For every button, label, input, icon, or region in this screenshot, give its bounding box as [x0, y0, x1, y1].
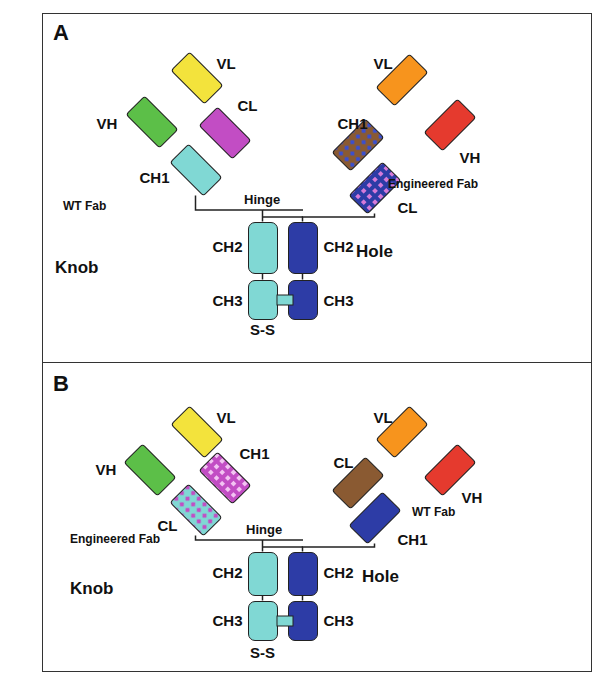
annotation-label: Hole [362, 568, 399, 585]
antibody-domain: VH [126, 96, 178, 148]
antibody-domain: CH1 [199, 452, 251, 504]
antibody-domain: VL [171, 52, 223, 104]
hinge-line [263, 539, 303, 541]
domain-outline [171, 406, 223, 458]
annotation-label: Hole [356, 243, 393, 260]
domain-label: VH [97, 116, 118, 131]
domain-label: CH1 [338, 116, 368, 131]
antibody-domain: CH1 [332, 119, 384, 171]
chain-linker [262, 274, 264, 280]
chain-linker [262, 596, 264, 601]
antibody-domain: CH1 [349, 492, 401, 544]
chain-linker [303, 214, 375, 222]
domain-label: CH2 [213, 239, 243, 254]
annotation-label: Hinge [244, 193, 280, 206]
domain-label: CL [238, 98, 258, 113]
annotation-label: Hinge [246, 523, 282, 536]
fc-domain: CH2 [248, 222, 278, 274]
domain-outline [170, 144, 222, 196]
hinge-line [263, 546, 303, 548]
antibody-domain: CL [170, 484, 222, 536]
domain-shape [349, 492, 401, 544]
domain-shape [171, 52, 223, 104]
domain-shape [126, 96, 178, 148]
domain-outline [171, 52, 223, 104]
annotation-label: Engineered Fab [388, 178, 478, 190]
fc-domain: CH3 [288, 601, 318, 641]
fc-domain: CH3 [248, 601, 278, 641]
hinge-line [263, 216, 303, 218]
antibody-domain: CL [199, 107, 251, 159]
domain-outline [424, 444, 476, 496]
domain-outline [199, 107, 251, 159]
annotation-label: WT Fab [412, 506, 455, 518]
domain-label: VH [96, 462, 117, 477]
domain-label: CH1 [398, 532, 428, 547]
antibody-domain: VL [171, 406, 223, 458]
panel-letter: A [53, 22, 69, 44]
panel-letter: B [53, 373, 69, 395]
domain-label: CH2 [324, 239, 354, 254]
domain-shape [170, 144, 222, 196]
domain-label: VL [374, 410, 393, 425]
annotation-label: Engineered Fab [70, 533, 160, 545]
domain-label: CH3 [324, 293, 354, 308]
domain-label: CH1 [140, 170, 170, 185]
domain-label: CH1 [240, 446, 270, 461]
domain-outline [126, 96, 178, 148]
chain-linker [302, 596, 304, 601]
antibody-domain: VH [124, 444, 176, 496]
antibody-domain: VL [376, 54, 428, 106]
antibody-domain: VH [424, 99, 476, 151]
domain-label: VL [217, 56, 236, 71]
domain-label: CH3 [324, 613, 354, 628]
fc-domain: CH2 [248, 552, 278, 596]
domain-label: CH2 [324, 565, 354, 580]
domain-label: VL [374, 56, 393, 71]
domain-outline [349, 492, 401, 544]
domain-label: CH3 [213, 613, 243, 628]
annotation-label: Knob [70, 580, 113, 597]
domain-outline [124, 444, 176, 496]
domain-shape [124, 444, 176, 496]
panel-frame: BVLVHCH1CLVLVHCLCH1CH2CH3CH2CH3 [42, 362, 592, 672]
domain-label: CL [158, 518, 178, 533]
annotation-label: WT Fab [63, 200, 106, 212]
domain-outline [424, 99, 476, 151]
hinge-line [263, 209, 303, 211]
domain-label: VL [217, 410, 236, 425]
domain-label: VH [462, 490, 483, 505]
domain-label: CH2 [213, 565, 243, 580]
domain-label: CL [398, 200, 418, 215]
annotation-label: S-S [250, 322, 275, 337]
panel-frame: AVLVHCLCH1VLVHCH1CLCH2CH3CH2CH3 [42, 13, 592, 363]
fc-domain: CH2 [288, 222, 318, 274]
fc-domain: CH3 [248, 280, 278, 320]
chain-linker [303, 544, 375, 552]
domain-shape [171, 406, 223, 458]
domain-shape [424, 99, 476, 151]
fc-domain: CH3 [288, 280, 318, 320]
antibody-domain: VL [376, 406, 428, 458]
annotation-label: Knob [55, 259, 98, 276]
annotation-label: S-S [250, 645, 275, 660]
domain-shape [424, 444, 476, 496]
domain-label: CH3 [213, 293, 243, 308]
domain-label: VH [460, 150, 481, 165]
fc-domain: CH2 [288, 552, 318, 596]
chain-linker [302, 274, 304, 280]
domain-shape [199, 107, 251, 159]
antibody-domain: VH [424, 444, 476, 496]
antibody-domain: CH1 [170, 144, 222, 196]
domain-label: CL [334, 455, 354, 470]
chain-linker [196, 536, 263, 552]
